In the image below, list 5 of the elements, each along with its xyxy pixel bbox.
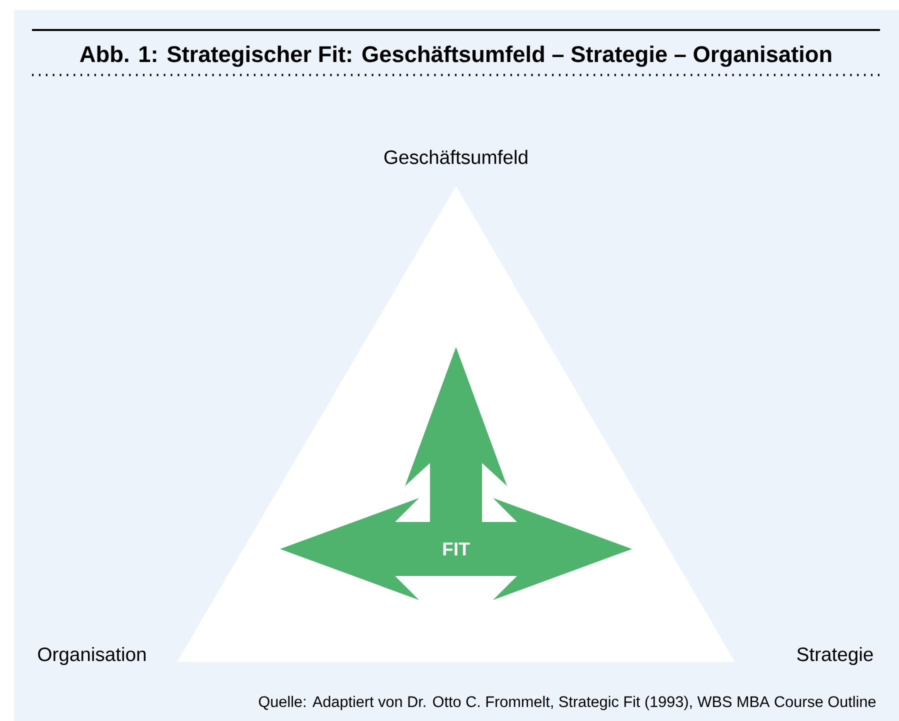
corner-label: Organisation (38, 647, 146, 666)
corner-label: Strategie (797, 647, 873, 666)
corner-label: Geschäftsumfeld (384, 150, 528, 164)
source-caption: Quelle: Adaptiert von Dr. Otto C. Frommelt, Strategic Fit (1993), WBS MBA Course Outline (258, 696, 876, 710)
title: Abb. 1: Strategischer Fit: Geschäftsumfeld – Strategie – Organisation (80, 46, 832, 67)
